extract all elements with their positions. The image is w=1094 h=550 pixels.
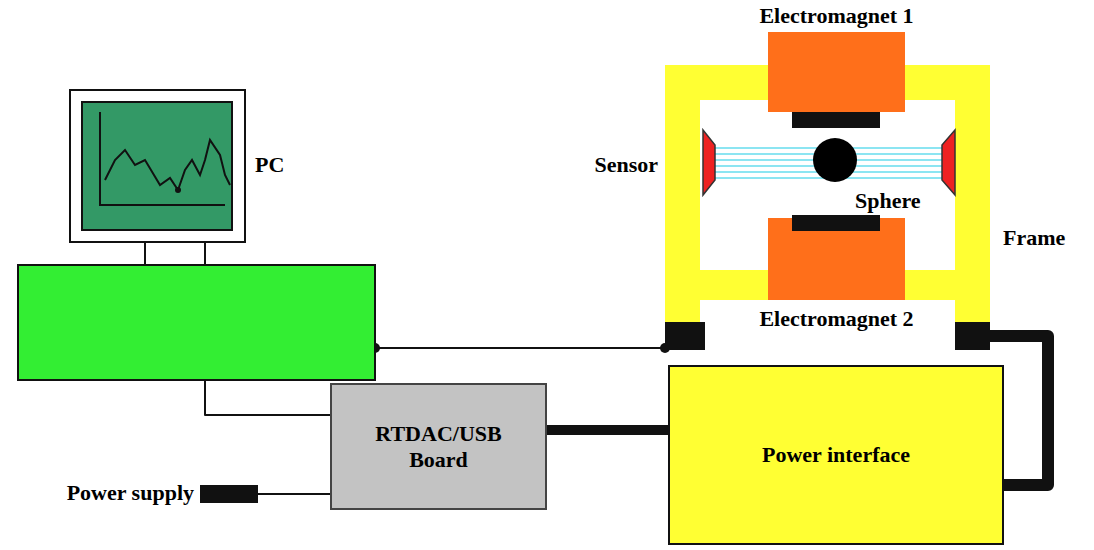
frame: Electromagnet 1SphereSensorElectromagnet… [665, 65, 990, 350]
box-label: RTDAC/USB Board [350, 421, 527, 472]
pole-piece [792, 215, 880, 231]
part-label: Power supply [4, 480, 194, 505]
electromagnet: Electromagnet 1 [768, 32, 905, 112]
cable [205, 380, 330, 415]
sensor: Sensor [703, 130, 715, 195]
cable [258, 493, 330, 495]
part-label: PC [255, 152, 315, 177]
computer-drawing [18, 90, 375, 380]
part-label: Electromagnet 2 [708, 306, 965, 331]
pole-piece [792, 112, 880, 128]
power-plug: Power supply [200, 485, 258, 503]
cable [375, 347, 665, 349]
sensor-drawing [703, 130, 715, 195]
box-label: Power interface [762, 442, 910, 467]
process-box: Power interface [668, 365, 1004, 545]
part-label: Sphere [853, 188, 923, 213]
part-label: Sensor [573, 152, 658, 177]
electromagnet: Electromagnet 2 [768, 218, 905, 300]
part-label: Electromagnet 1 [708, 3, 965, 28]
process-box: RTDAC/USB Board [330, 383, 547, 510]
computer: PC [18, 90, 375, 380]
part-label: Frame [1003, 225, 1088, 250]
sphere: Sphere [813, 138, 857, 182]
cable [547, 425, 668, 435]
